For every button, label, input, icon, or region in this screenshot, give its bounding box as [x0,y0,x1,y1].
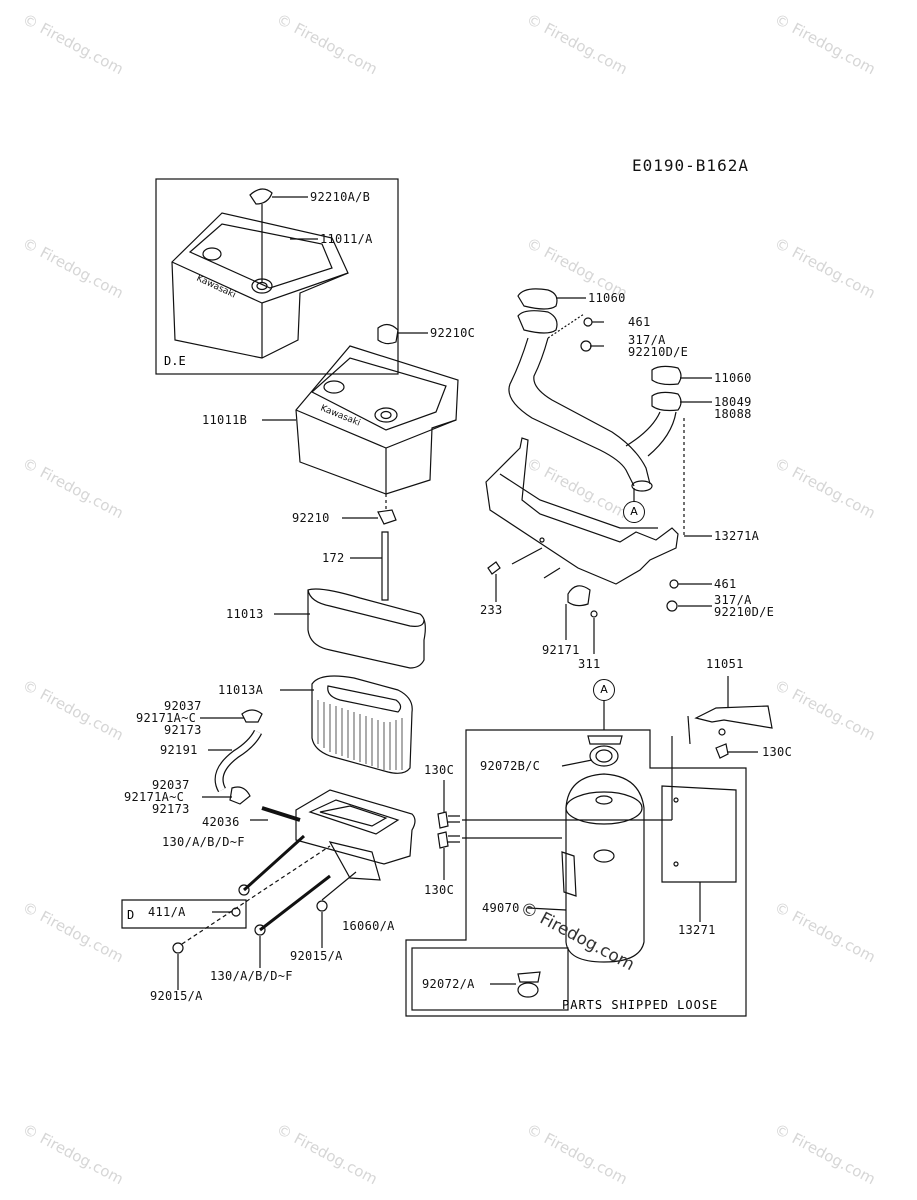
part-label: 92015/A [290,949,343,963]
part-label: 130C [424,763,455,777]
cap-92210C [377,323,399,345]
part-label: 130C [762,745,793,759]
part-label: 317/A [714,593,752,607]
part-label: 11060 [714,371,752,385]
part-label: 172 [322,551,345,565]
part-label: 11051 [706,657,744,671]
exhaust-pipe-11060 [508,288,682,492]
diagram-code: E0190-B162A [632,156,749,175]
de-box-label: D.E [164,354,186,368]
cap-92210AB [249,188,273,205]
nut-92015-right [316,900,328,912]
part-label: 18088 [714,407,752,421]
callout-a-mid: A [593,679,615,701]
bolt-130C-right [715,743,729,759]
part-label: 92072/A [422,977,475,991]
part-label: 92210 [292,511,330,525]
heat-shield-13271 [661,785,737,883]
callout-a-top: A [623,501,645,523]
part-label: 92210A/B [310,190,371,204]
part-label: 49070 [482,901,520,915]
clamp-92171 [567,585,591,607]
part-label: 11013A [218,683,264,697]
part-label: 92171A~C [136,711,197,725]
part-label: 92210D/E [714,605,775,619]
loose-92072A-box [411,947,569,1011]
svg-text:Kawasaki: Kawasaki [319,404,362,429]
part-label: 13271A [714,529,760,543]
part-label: 411/A [148,905,186,919]
svg-text:Kawasaki: Kawasaki [195,274,237,301]
bracket-13271A [485,437,679,585]
parts-shipped-loose-frame [405,729,747,1017]
part-label: 461 [628,315,651,329]
clamp-92037-top [241,709,263,723]
bolt-130-upper [242,834,306,892]
bolt-130C-lower [437,831,449,849]
part-label: 18049 [714,395,752,409]
part-label: 42036 [202,815,240,829]
de-group-box [155,178,399,375]
clamp-92037-bottom [229,786,251,805]
part-label: 130/A/B/D~F [162,835,245,849]
muffler-49070 [561,773,645,963]
bolt-130-lower [259,874,331,932]
part-label: 92015/A [150,989,203,1003]
part-label: 92173 [164,723,202,737]
parts-shipped-loose-label: PARTS SHIPPED LOOSE [562,998,719,1012]
part-label: 317/A [628,333,666,347]
part-label: 92171A~C [124,790,185,804]
bolt-130C-upper [437,811,449,829]
part-label: 92210D/E [628,345,689,359]
part-label: 92173 [152,802,190,816]
part-label: 92072B/C [480,759,541,773]
part-label: 311 [578,657,601,671]
part-label: 130/A/B/D~F [210,969,293,983]
d-411A-box [121,899,247,929]
screw-233 [487,561,501,575]
part-label: 13271 [678,923,716,937]
part-label: 11011B [202,413,248,427]
part-label: 461 [714,577,737,591]
part-label: 11013 [226,607,264,621]
d-box-label: D [127,908,135,922]
base-16060A [295,789,416,881]
nut-92015-left [172,942,184,954]
part-label: 11060 [588,291,626,305]
part-label: 92210C [430,326,476,340]
muffler-clamp-92072BC [587,735,623,767]
element-11013 [307,588,426,669]
part-label: 130C [424,883,455,897]
part-label: 92037 [164,699,202,713]
cover-11011B: Kawasaki [295,345,459,495]
part-label: 92171 [542,643,580,657]
loose-clamp-92072A [517,971,541,998]
clip-92210 [377,509,397,525]
part-label: 233 [480,603,503,617]
part-label: 92191 [160,743,198,757]
element-11013A [311,675,413,774]
part-label: 11011/A [320,232,373,246]
part-label: 16060/A [342,919,395,933]
stud-172 [381,531,389,601]
part-label: 92037 [152,778,190,792]
bracket-11051 [687,705,773,745]
